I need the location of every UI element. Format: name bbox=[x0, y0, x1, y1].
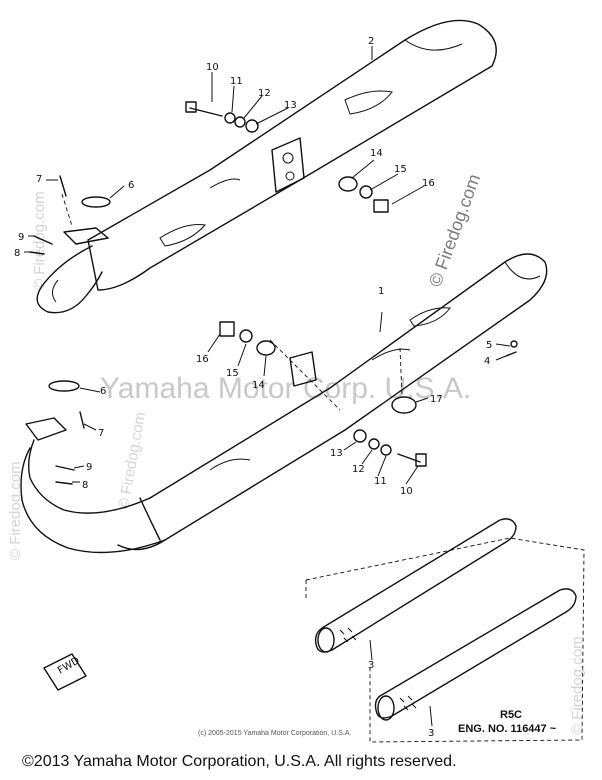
callout-15-lower: 15 bbox=[226, 368, 239, 379]
lower-washer-13 bbox=[353, 429, 367, 443]
watermark-vertical-mid: © Firedog.com bbox=[115, 411, 149, 511]
lower-grommet bbox=[391, 396, 417, 414]
callout-12-upper: 12 bbox=[258, 88, 271, 99]
callout-4: 4 bbox=[484, 356, 490, 367]
lower-washer-15 bbox=[239, 329, 253, 343]
small-copyright: (c) 2005-2015 Yamaha Motor Corporation, … bbox=[198, 730, 352, 737]
watermark-vertical-left-top: © Firedog.com bbox=[31, 191, 48, 290]
upper-gasket bbox=[81, 196, 111, 208]
callout-5: 5 bbox=[486, 340, 492, 351]
lower-washer-11 bbox=[380, 444, 392, 456]
callout-9-lower: 9 bbox=[86, 462, 92, 473]
callout-8-lower: 8 bbox=[82, 480, 88, 491]
upper-screw-8 bbox=[29, 251, 45, 255]
footer-copyright: ©2013 Yamaha Motor Corporation, U.S.A. A… bbox=[22, 753, 457, 770]
watermark-vertical-left-bottom: © Firedog.com bbox=[7, 461, 24, 560]
callout-2: 2 bbox=[368, 36, 374, 47]
baffle-tubes bbox=[305, 518, 585, 743]
leader-lines bbox=[24, 46, 511, 727]
callout-14-lower: 14 bbox=[252, 380, 265, 391]
callout-14-upper: 14 bbox=[370, 148, 383, 159]
upper-nut bbox=[373, 199, 389, 213]
upper-damper bbox=[338, 176, 358, 192]
callout-7-upper: 7 bbox=[36, 174, 42, 185]
callout-11-lower: 11 bbox=[374, 476, 387, 487]
lower-flange bbox=[25, 417, 67, 441]
upper-header-pipe bbox=[36, 245, 103, 314]
lower-header-pipe bbox=[27, 439, 151, 514]
callout-15-upper: 15 bbox=[394, 164, 407, 175]
callout-9-upper: 9 bbox=[18, 232, 24, 243]
callout-3-lower: 3 bbox=[428, 728, 434, 739]
callout-16-upper: 16 bbox=[422, 178, 435, 189]
variant-engine-number: ENG. NO. 116447 ~ bbox=[458, 723, 557, 735]
variant-model: R5C bbox=[500, 709, 522, 721]
callout-1: 1 bbox=[378, 286, 384, 297]
upper-washer-15 bbox=[359, 185, 373, 199]
callout-10-lower: 10 bbox=[400, 486, 413, 497]
lower-muffler-assembly bbox=[20, 253, 548, 554]
callout-12-lower: 12 bbox=[352, 464, 365, 475]
watermark-center: Yamaha Motor Corp. U.S.A. bbox=[100, 372, 471, 405]
upper-washer-13 bbox=[245, 119, 259, 133]
watermark-vertical-right: © Firedog.com bbox=[425, 171, 484, 289]
lower-screw-9 bbox=[55, 465, 75, 471]
upper-muffler-body bbox=[87, 19, 497, 291]
callout-13-upper: 13 bbox=[284, 100, 297, 111]
upper-flange bbox=[63, 227, 109, 245]
callout-10-upper: 10 bbox=[206, 62, 219, 73]
upper-washer-12 bbox=[234, 116, 246, 128]
variant-dashed-frame bbox=[305, 537, 585, 743]
fwd-label: FWD bbox=[56, 655, 82, 676]
lower-gasket bbox=[48, 380, 80, 392]
fwd-indicator: FWD bbox=[43, 653, 87, 691]
lower-washer-12 bbox=[368, 438, 380, 450]
callout-3-upper: 3 bbox=[368, 660, 374, 671]
upper-bracket bbox=[271, 137, 305, 193]
callout-11-upper: 11 bbox=[230, 76, 243, 87]
lower-screw-8 bbox=[55, 481, 73, 485]
callout-13-lower: 13 bbox=[330, 448, 343, 459]
lower-damper bbox=[256, 340, 276, 356]
baffle-tube-lower bbox=[374, 588, 577, 719]
callout-17: 17 bbox=[430, 394, 443, 405]
callout-8-upper: 8 bbox=[14, 248, 20, 259]
callout-16-lower: 16 bbox=[196, 354, 209, 365]
lower-washer-5 bbox=[510, 340, 518, 348]
lower-stud bbox=[79, 411, 85, 429]
lower-screw-4 bbox=[505, 351, 517, 357]
callout-numbers: 2 10 11 12 13 14 15 16 6 7 9 8 1 16 15 1… bbox=[14, 36, 492, 739]
callout-6-upper: 6 bbox=[128, 180, 134, 191]
upper-muffler-assembly bbox=[29, 19, 497, 314]
lower-bracket bbox=[289, 351, 317, 387]
upper-washer-11 bbox=[224, 112, 236, 124]
callout-7-lower: 7 bbox=[98, 428, 104, 439]
watermark-vertical-right-bottom: © Firedog.com bbox=[569, 636, 586, 735]
upper-screw-9 bbox=[33, 235, 53, 245]
lower-nut bbox=[219, 321, 235, 337]
lower-muffler-body bbox=[117, 253, 548, 551]
upper-stud bbox=[59, 175, 67, 197]
baffle-tube-upper bbox=[314, 518, 517, 653]
callout-6-lower: 6 bbox=[100, 386, 106, 397]
